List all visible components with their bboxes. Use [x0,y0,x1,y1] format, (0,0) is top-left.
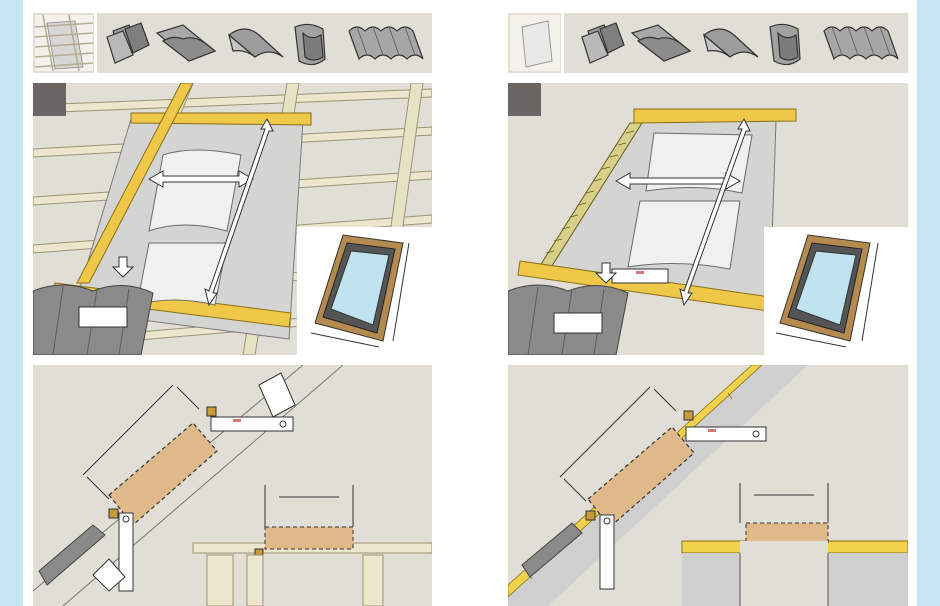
step-badge [508,83,541,116]
slate-tile-icon [155,24,217,62]
right-side-bar [917,0,940,606]
roof-opening-boards-diagram [508,83,908,355]
battens-membrane-icon [34,14,94,72]
roof-type-strip-right [508,13,908,73]
roman-tile-icon [294,23,326,66]
step-badge [33,83,66,116]
slate-tile-icon [630,24,692,62]
left-side-bar [0,0,23,606]
window-inset-icon [775,234,879,348]
window-inset-icon [310,234,410,348]
section-battens-diagram [33,365,432,606]
roman-tile-icon [769,23,801,66]
flat-tile-stack-icon [581,22,625,64]
curved-tile-icon [227,28,284,58]
roof-type-strip-left [33,13,432,73]
roof-opening-battens-diagram [33,83,432,355]
board-sheet-icon [510,15,560,71]
section-boards-diagram [508,365,908,606]
corrugated-sheet-icon [823,26,899,61]
corrugated-sheet-icon [348,26,424,61]
flat-tile-stack-icon [106,22,150,64]
curved-tile-icon [702,28,759,58]
